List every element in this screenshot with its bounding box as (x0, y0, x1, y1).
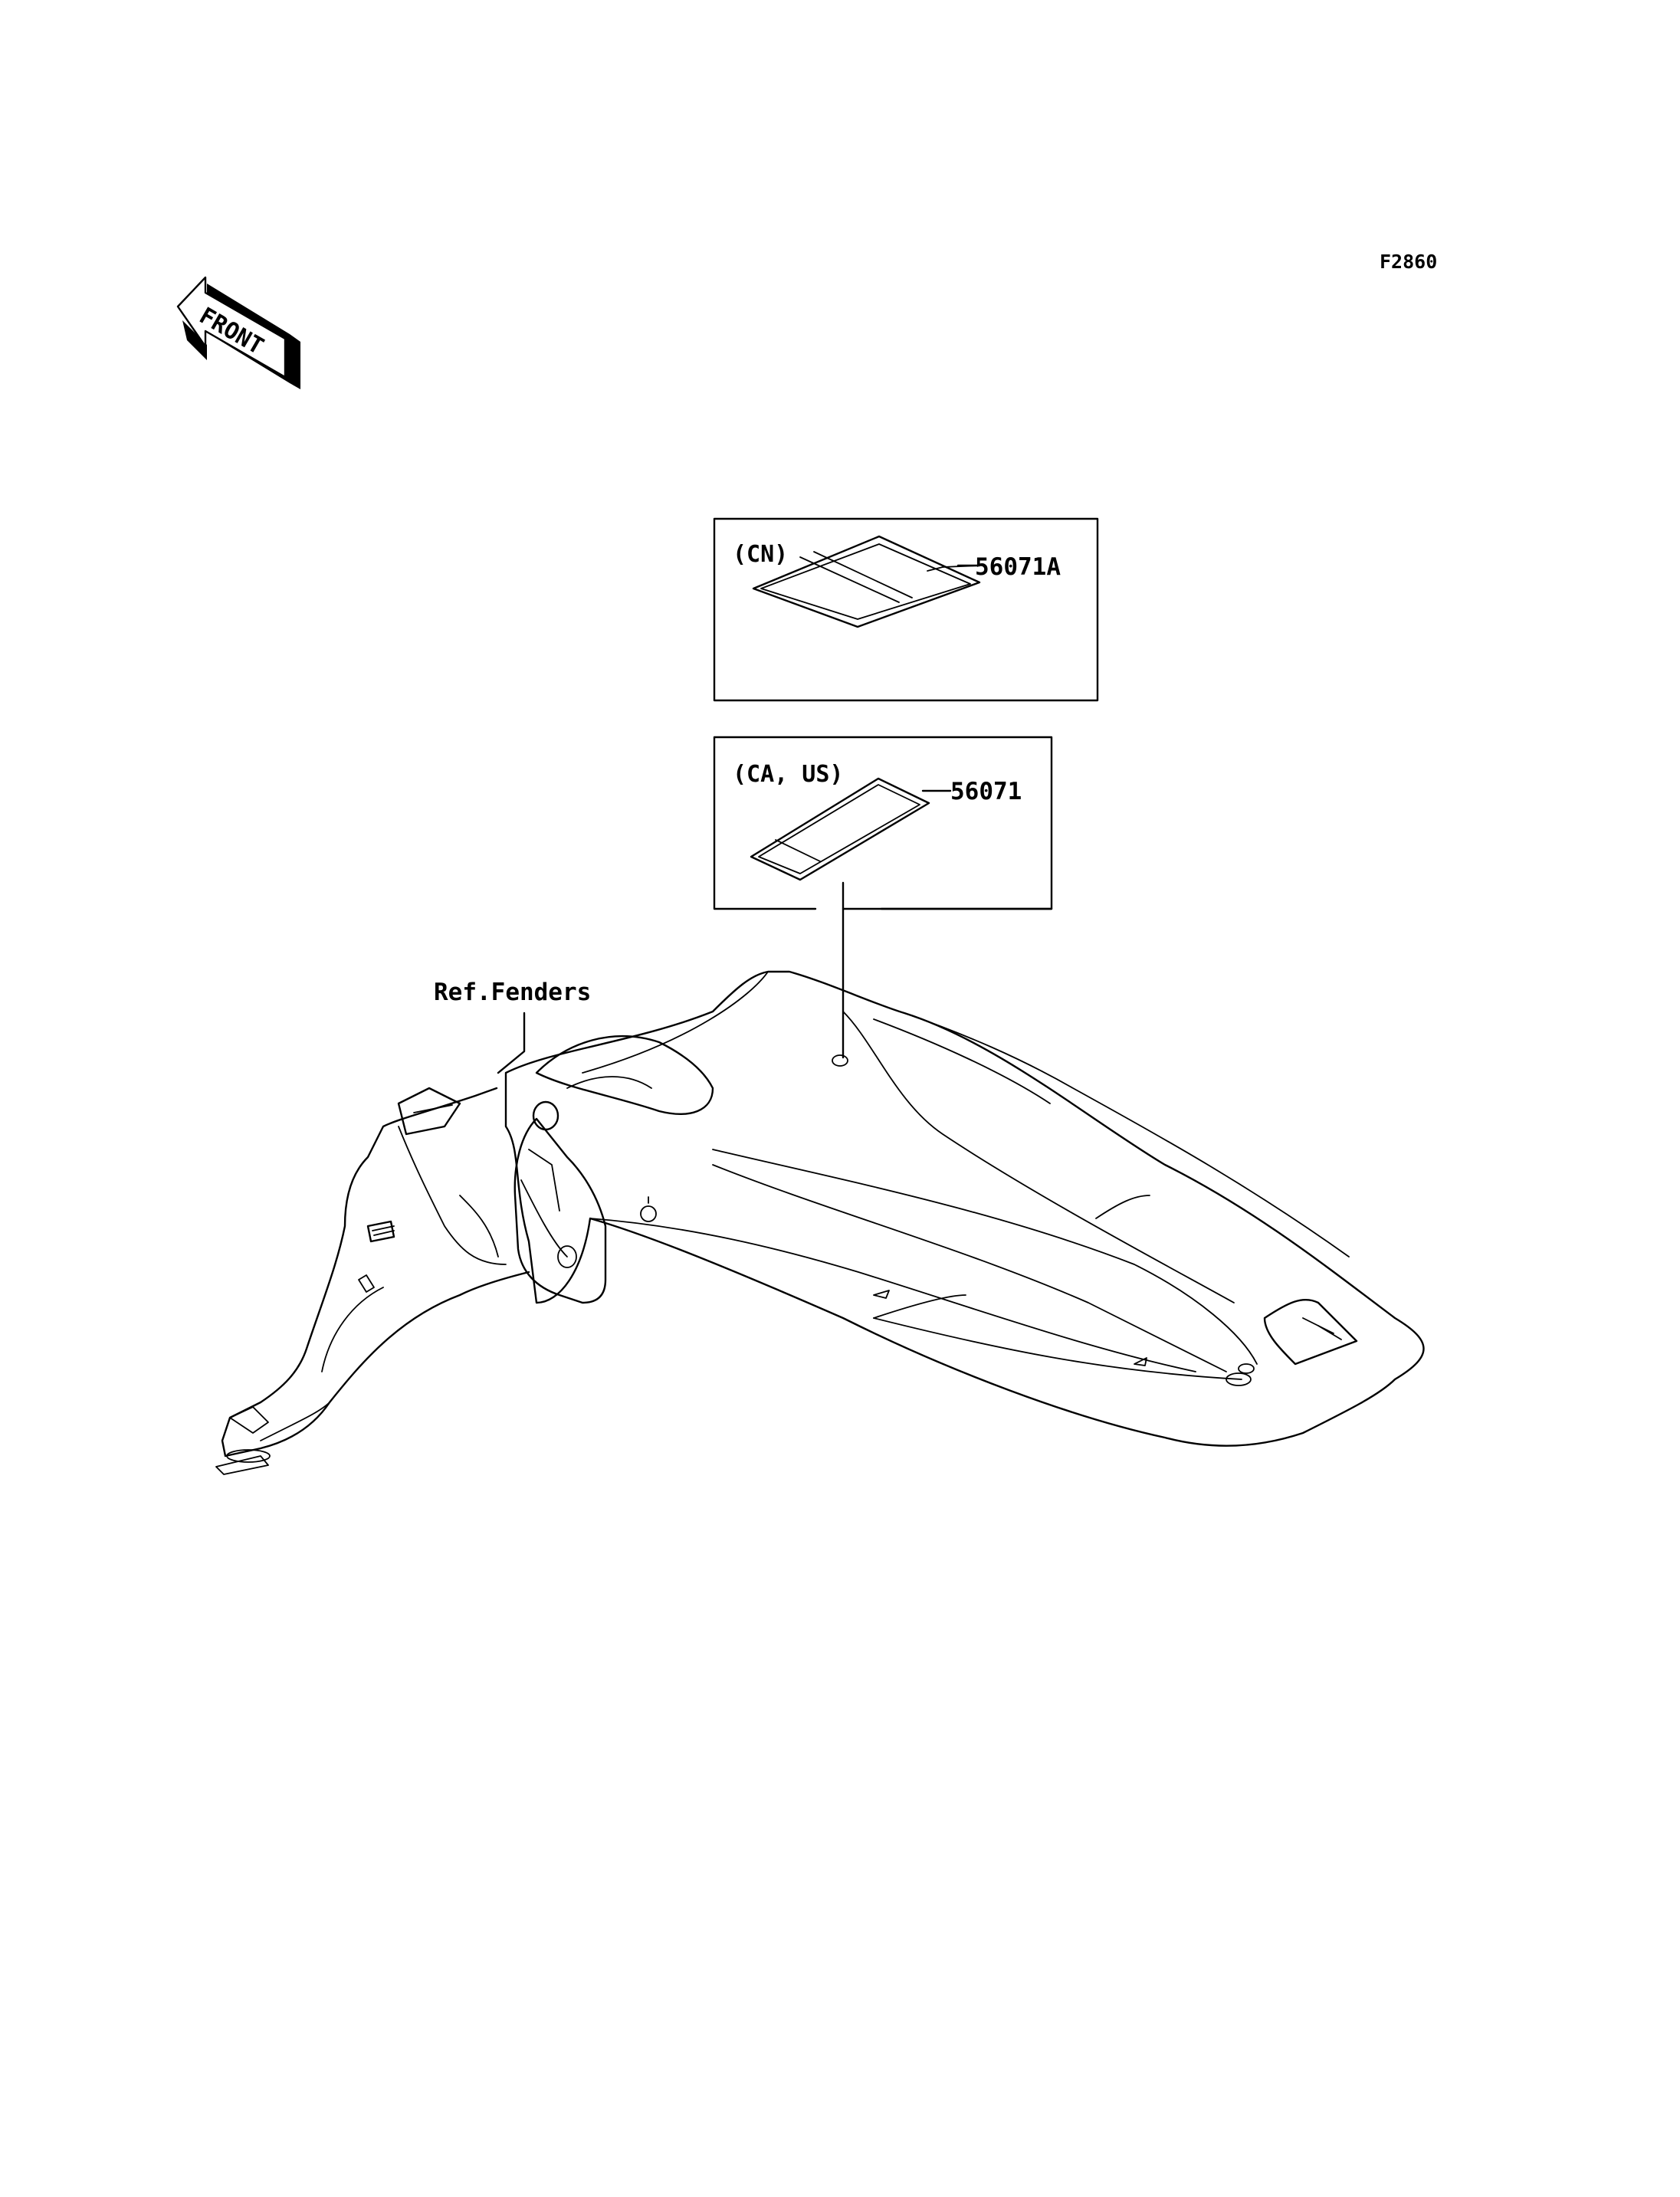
cn-region-label: (CN) (733, 541, 788, 568)
ca-us-decal (750, 777, 930, 881)
ca-us-region-label: (CA, US) (733, 761, 844, 788)
ref-fenders-leader (497, 1012, 526, 1074)
front-direction-arrow-icon: FRONT (176, 276, 300, 389)
cn-part-number: 56071A (975, 553, 1061, 581)
figure-code: F2860 (1380, 251, 1437, 273)
ref-fenders-label: Ref.Fenders (434, 979, 591, 1006)
ca-us-part-number: 56071 (950, 778, 1022, 805)
rear-fender-illustration (215, 970, 1425, 1475)
ca-us-decal-callout: (CA, US) 56071 (713, 736, 1053, 910)
cn-decal-callout: (CN) 56071A (713, 517, 1099, 702)
